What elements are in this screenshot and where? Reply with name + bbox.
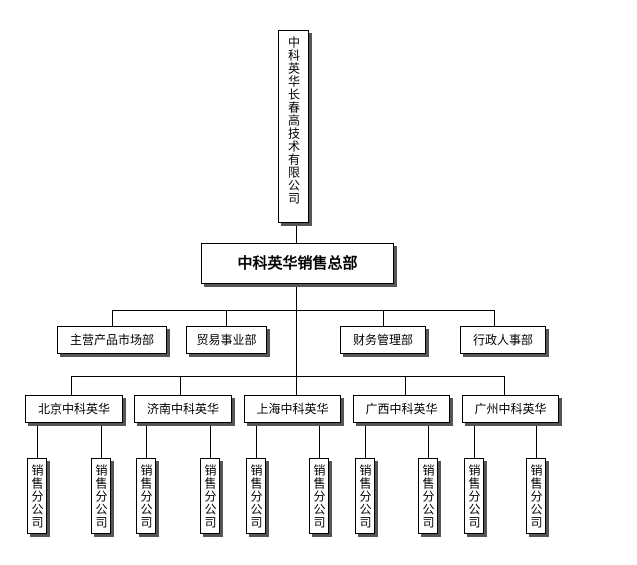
connector (146, 422, 147, 459)
sales-unit-label: 销售分公司 (358, 464, 372, 529)
connector (536, 422, 537, 459)
sales-unit-box: 销售分公司 (418, 458, 438, 534)
connector (428, 422, 429, 459)
connector (180, 376, 181, 396)
connector (405, 376, 406, 396)
sales-unit-box: 销售分公司 (355, 458, 375, 534)
sales-unit-box: 销售分公司 (246, 458, 266, 534)
department-label: 行政人事部 (472, 333, 533, 347)
branch-box: 北京中科英华 (25, 395, 123, 423)
connector (296, 222, 297, 244)
sales-unit-box: 销售分公司 (27, 458, 47, 534)
department-label: 主营产品市场部 (69, 333, 154, 347)
sales-unit-label: 销售分公司 (249, 464, 263, 529)
connector (37, 422, 38, 459)
connector (494, 310, 495, 327)
connector (474, 422, 475, 459)
connector (101, 422, 102, 459)
sales-unit-box: 销售分公司 (136, 458, 156, 534)
connector (319, 422, 320, 459)
top-company-box: 中科英华长春高技术有限公司 (278, 30, 309, 223)
sales-hq-box: 中科英华销售总部 (201, 243, 394, 284)
sales-hq-label: 中科英华销售总部 (237, 254, 358, 272)
connector (504, 376, 505, 396)
sales-unit-label: 销售分公司 (203, 464, 217, 529)
connector (365, 422, 366, 459)
connector (256, 422, 257, 459)
connector (210, 422, 211, 459)
branch-box: 济南中科英华 (134, 395, 232, 423)
sales-unit-box: 销售分公司 (200, 458, 220, 534)
sales-unit-box: 销售分公司 (464, 458, 484, 534)
department-box: 行政人事部 (460, 326, 546, 354)
department-label: 贸易事业部 (196, 333, 257, 347)
department-box: 主营产品市场部 (57, 326, 167, 354)
branch-label: 济南中科英华 (146, 402, 219, 416)
branch-label: 上海中科英华 (256, 402, 329, 416)
connector (112, 310, 495, 311)
connector (296, 284, 297, 395)
connector (383, 310, 384, 327)
sales-unit-label: 销售分公司 (529, 464, 543, 529)
sales-unit-label: 销售分公司 (94, 464, 108, 529)
sales-unit-label: 销售分公司 (467, 464, 481, 529)
top-company-label: 中科英华长春高技术有限公司 (286, 36, 301, 205)
branch-box: 广州中科英华 (462, 395, 559, 423)
sales-unit-label: 销售分公司 (421, 464, 435, 529)
department-box: 贸易事业部 (186, 326, 267, 354)
sales-unit-label: 销售分公司 (139, 464, 153, 529)
connector (71, 376, 72, 396)
sales-unit-label: 销售分公司 (30, 464, 44, 529)
branch-box: 广西中科英华 (353, 395, 450, 423)
connector (71, 376, 505, 377)
branch-label: 广州中科英华 (474, 402, 547, 416)
sales-unit-box: 销售分公司 (309, 458, 329, 534)
branch-label: 北京中科英华 (37, 402, 110, 416)
sales-unit-box: 销售分公司 (91, 458, 111, 534)
department-box: 财务管理部 (340, 326, 426, 354)
department-label: 财务管理部 (352, 333, 413, 347)
connector (226, 310, 227, 327)
branch-label: 广西中科英华 (365, 402, 438, 416)
sales-unit-label: 销售分公司 (312, 464, 326, 529)
sales-unit-box: 销售分公司 (526, 458, 546, 534)
branch-box: 上海中科英华 (244, 395, 341, 423)
connector (112, 310, 113, 327)
